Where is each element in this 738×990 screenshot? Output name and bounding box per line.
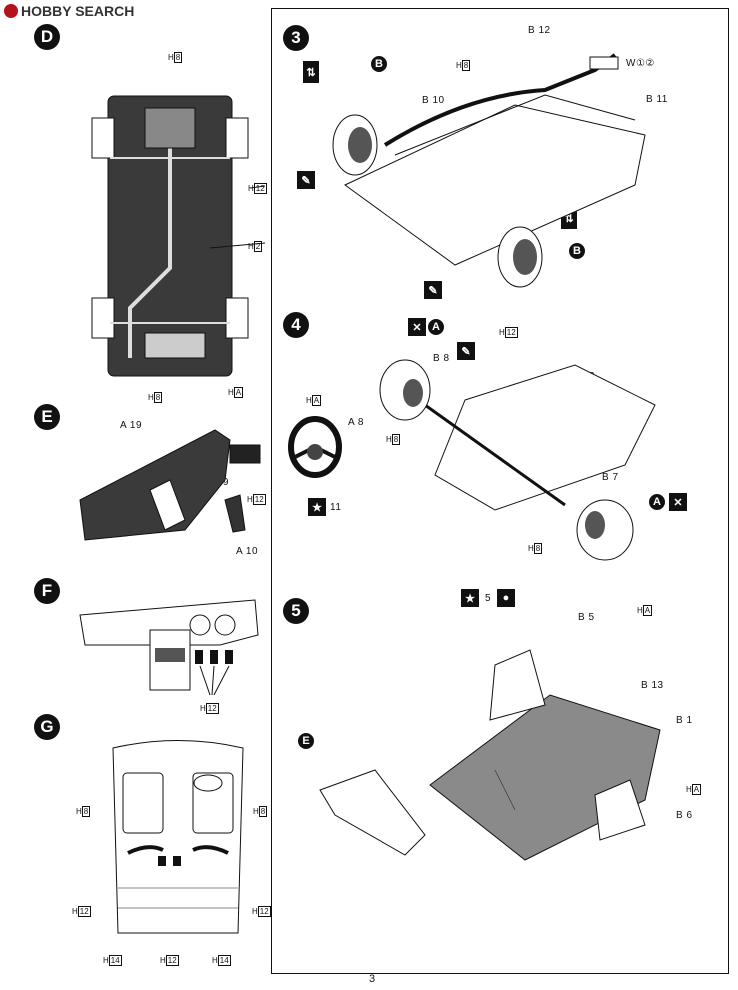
e-a19-label: A 19: [120, 420, 143, 431]
step-5-label: 5: [283, 598, 309, 624]
glue-icon-3: ✎: [457, 342, 475, 360]
s5-b5-label: B 5: [578, 612, 595, 623]
no-glue-icon-2: ✕: [669, 493, 687, 511]
step-4-label: 4: [283, 312, 309, 338]
direction-arrows-icon: ⇅: [303, 61, 319, 83]
s5-b13-label: B 13: [641, 680, 664, 691]
star-paint-icon: ★: [308, 498, 326, 516]
step-e-dashboard-illustration: [79, 429, 261, 541]
watermark-text: HOBBY SEARCH: [21, 3, 135, 19]
glue-icon-2: ✎: [424, 281, 442, 299]
s4-a-callout-2: A: [649, 494, 665, 510]
step-3-label: 3: [283, 25, 309, 51]
s4-b7-label: B 7: [602, 472, 619, 483]
s3-b11-label: B 11: [646, 94, 668, 105]
step-d-chassis-illustration: [91, 95, 266, 377]
e-paint-number: 11: [330, 502, 342, 513]
step-5-interior-floor-illustration: [319, 649, 661, 861]
s4-b8-label: B 8: [433, 353, 450, 364]
s3-b-callout-1: B: [371, 56, 387, 72]
s3-b10-label: B 10: [422, 95, 445, 106]
s5-paint-number: 5: [485, 593, 492, 604]
step-f-label: F: [34, 578, 60, 604]
hobby-search-watermark: HOBBY SEARCH: [4, 3, 134, 19]
color-mix-icon: ●: [497, 589, 515, 607]
glue-icon: ✎: [297, 171, 315, 189]
s5-b6-label: B 6: [676, 810, 693, 821]
step-g-label: G: [34, 714, 60, 740]
steering-wheel-illustration: [288, 416, 342, 478]
s4-a-callout-1: A: [428, 319, 444, 335]
e-a10-label: A 10: [236, 546, 259, 557]
hobby-search-logo-icon: [4, 4, 18, 18]
s3-b-callout-2: B: [569, 243, 585, 259]
e-a8-label: A 8: [348, 417, 364, 428]
s3-b12-label: B 12: [528, 25, 551, 36]
s5-b1-label: B 1: [676, 715, 693, 726]
step-3-chassis-exhaust-illustration: [332, 53, 646, 288]
step-g-interior-topview-illustration: [112, 740, 244, 934]
s5-e-callout: E: [298, 733, 314, 749]
no-glue-icon: ✕: [408, 318, 426, 336]
page-number: 3: [369, 973, 376, 985]
step-f-dashboard-front-illustration: [79, 599, 259, 696]
step-e-label: E: [34, 404, 60, 430]
star-paint-icon-2: ★: [461, 589, 479, 607]
steps-frame: [271, 8, 729, 974]
step-4-axle-illustration: [379, 359, 656, 561]
step-d-label: D: [34, 24, 60, 50]
s3-w12-label: W①②: [626, 58, 655, 69]
